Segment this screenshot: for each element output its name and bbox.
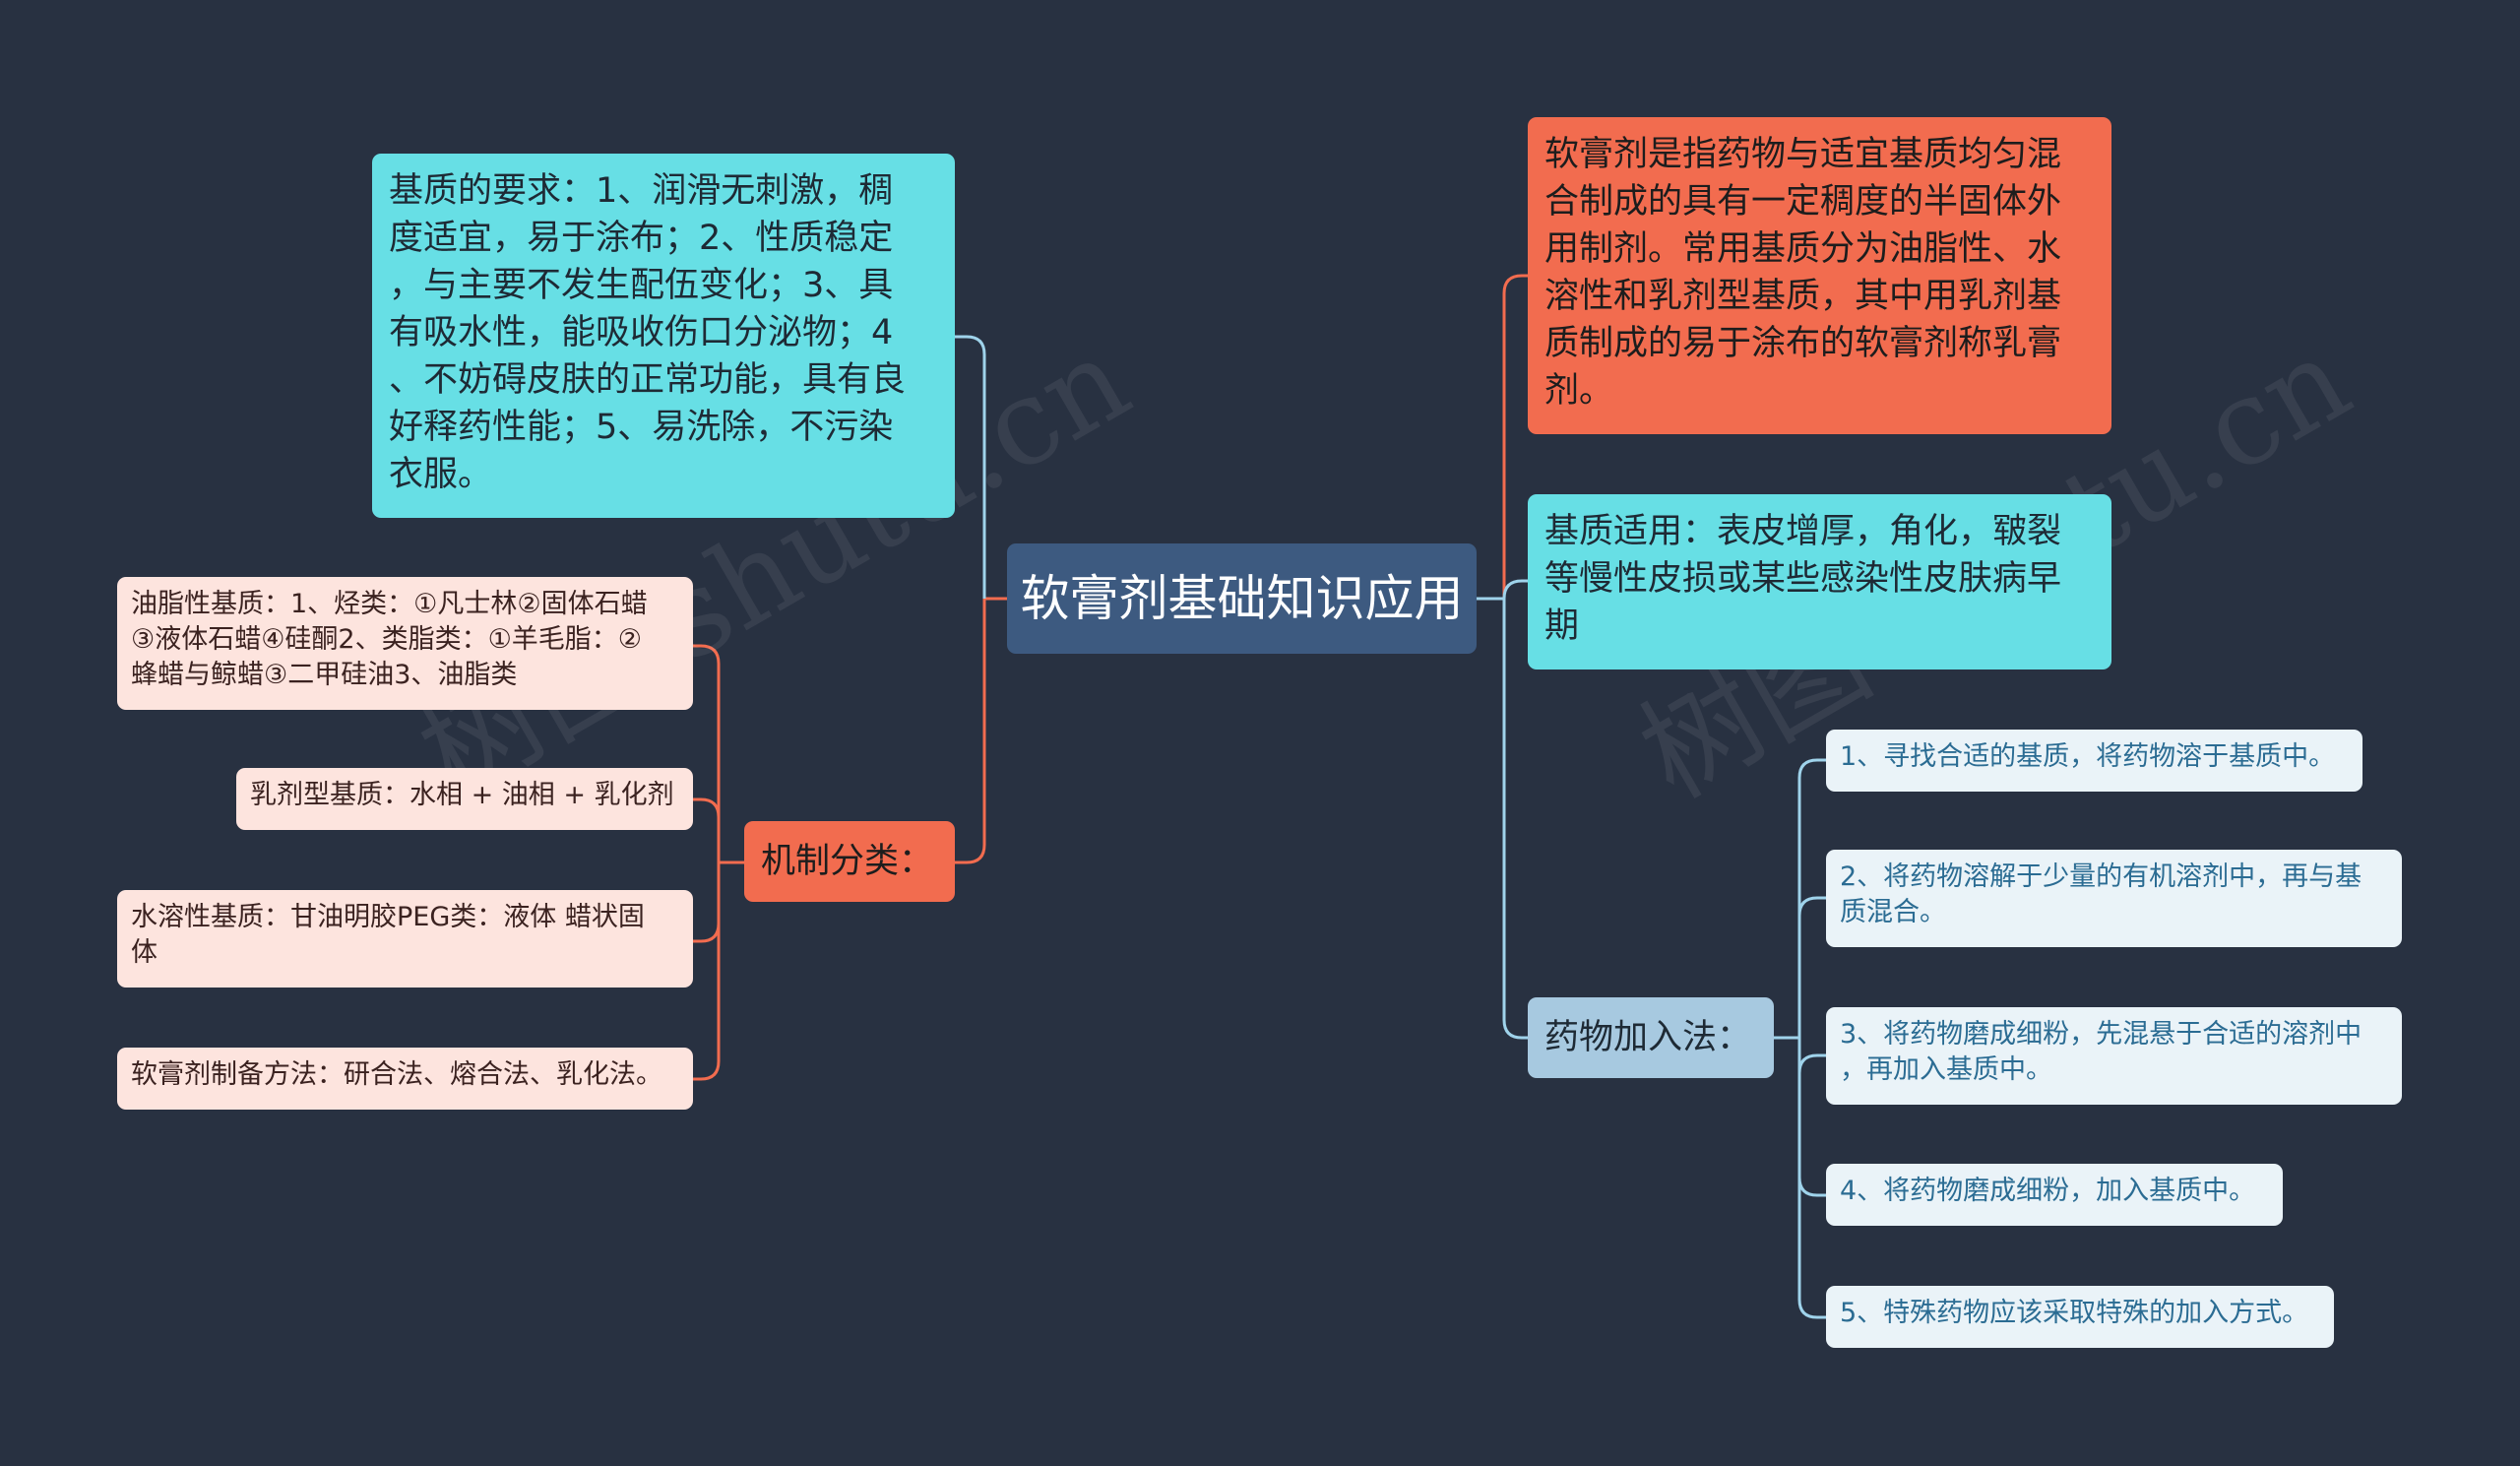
link-classification-method <box>693 862 721 1081</box>
classification-child-oil[interactable]: 油脂性基质：1、烃类：①凡士林②固体石蜡 ③液体石蜡④硅酮2、类脂类：①羊毛脂：… <box>117 577 693 710</box>
addition-child-2[interactable]: 2、将药物溶解于少量的有机溶剂中，再与基 质混合。 <box>1826 850 2402 947</box>
link-root-application <box>1502 579 1528 600</box>
requirements-node[interactable]: 基质的要求：1、润滑无刺激，稠 度适宜，易于涂布；2、性质稳定 ，与主要不发生配… <box>372 154 955 518</box>
link-root-definition <box>1502 274 1528 599</box>
classification-child-emulsion[interactable]: 乳剂型基质：水相 + 油相 + 乳化剂 <box>236 768 693 830</box>
root-topic[interactable]: 软膏剂基础知识应用 <box>1007 543 1477 654</box>
link-addition-3 <box>1797 1038 1826 1074</box>
link-addition-5 <box>1797 1038 1826 1319</box>
link-classification-oil <box>693 644 721 862</box>
classification-child-water[interactable]: 水溶性基质：甘油明胶PEG类：液体 蜡状固 体 <box>117 890 693 988</box>
addition-node[interactable]: 药物加入法： <box>1528 997 1774 1078</box>
classification-node[interactable]: 机制分类： <box>744 821 955 902</box>
addition-child-4[interactable]: 4、将药物磨成细粉，加入基质中。 <box>1826 1164 2283 1226</box>
link-root-addition <box>1502 599 1528 1040</box>
application-node[interactable]: 基质适用：表皮增厚，角化，皲裂 等慢性皮损或某些感染性皮肤病早 期 <box>1528 494 2111 669</box>
link-addition-2 <box>1797 896 1826 1038</box>
addition-child-3[interactable]: 3、将药物磨成细粉，先混悬于合适的溶剂中 ，再加入基质中。 <box>1826 1007 2402 1105</box>
link-root-requirements <box>955 335 986 599</box>
link-root-classification <box>955 599 986 864</box>
classification-child-method[interactable]: 软膏剂制备方法：研合法、熔合法、乳化法。 <box>117 1048 693 1110</box>
definition-node[interactable]: 软膏剂是指药物与适宜基质均匀混 合制成的具有一定稠度的半固体外 用制剂。常用基质… <box>1528 117 2111 434</box>
addition-child-1[interactable]: 1、寻找合适的基质，将药物溶于基质中。 <box>1826 730 2362 792</box>
link-classification-water <box>693 862 721 943</box>
link-classification-emulsion <box>693 797 721 862</box>
link-addition-1 <box>1797 758 1826 1038</box>
addition-child-5[interactable]: 5、特殊药物应该采取特殊的加入方式。 <box>1826 1286 2334 1348</box>
